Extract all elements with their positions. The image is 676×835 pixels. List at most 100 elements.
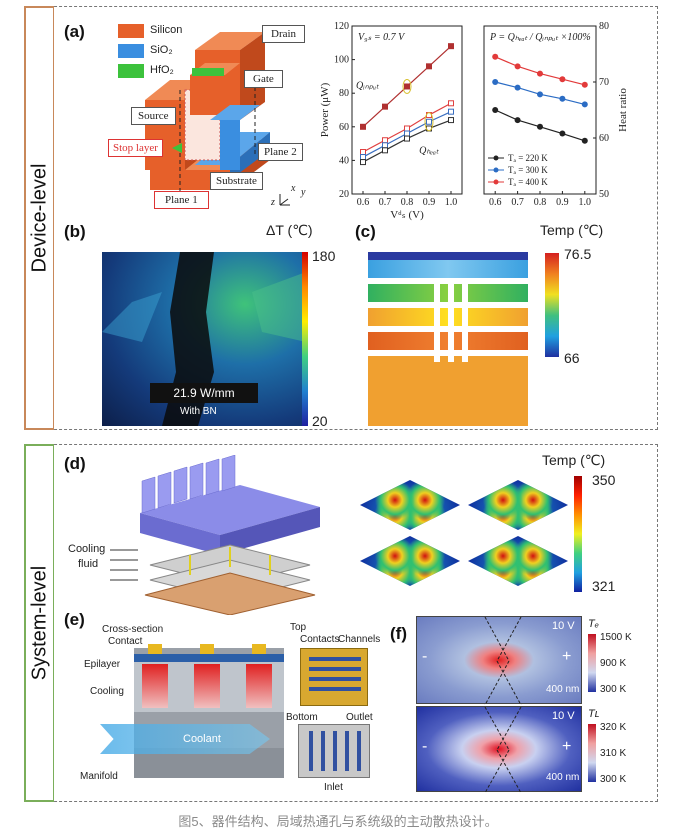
colorbar-c-min: 66: [564, 350, 580, 366]
chart2-legend-marker: [493, 155, 499, 161]
label-substrate: Substrate: [210, 172, 263, 190]
with-bn-note: With BN: [180, 406, 217, 417]
chart2-series-0-point: [559, 130, 566, 137]
colorbar-f-top-min: 300 K: [600, 684, 627, 695]
label-source: Source: [131, 107, 176, 125]
chart1-series-2-point: [382, 142, 388, 149]
panel-a-letter: (a): [64, 22, 85, 41]
colorbar-f-bottom-min: 300 K: [600, 774, 627, 785]
panel-c-scale-title: Temp (℃): [540, 222, 604, 238]
chart1-ytick-label: 100: [334, 55, 349, 66]
chart1-ytick-label: 40: [339, 155, 349, 166]
label-channels: Channels: [338, 634, 381, 645]
bottom-view-diagram: [298, 724, 370, 778]
panel-d-scale-title: Temp (℃): [542, 452, 606, 468]
chart1-series-0-point: [448, 43, 454, 50]
chart1-xtick-label: 0.6: [357, 197, 370, 208]
coolant-arrow: [100, 724, 270, 754]
chart1-ylabel: Power (μW): [320, 82, 331, 137]
label-gate: Gate: [244, 70, 283, 88]
chart2-ylabel: Heat ratio: [617, 88, 629, 132]
silicon-swatch: [118, 24, 144, 38]
label-stop-layer: Stop layer: [108, 139, 163, 157]
voltage-bottom: 10 V: [552, 710, 575, 722]
chart2-ytick-label: 60: [599, 133, 609, 144]
constriction-outline-top: [484, 616, 522, 706]
chart2-legend-marker: [493, 179, 499, 185]
label-cooling: Cooling: [90, 686, 124, 697]
chart1-qinput-ellipse: [402, 78, 412, 94]
colorbar-d-min: 321: [592, 578, 616, 594]
chart2-xtick-label: 0.6: [489, 197, 502, 208]
chart1-ytick-label: 20: [339, 189, 349, 200]
plus-top: +: [562, 648, 572, 665]
chart2-ytick-label: 80: [599, 21, 609, 32]
scale-bar-bottom: 400 nm: [546, 772, 580, 783]
axis-y-label: y: [301, 187, 306, 198]
label-cross-section: Cross-section: [102, 624, 164, 635]
chart2-series-2-point: [581, 81, 588, 88]
label-top: Top: [290, 622, 307, 633]
power-density-label: 21.9 W/mm: [150, 383, 258, 403]
heatsink-diagram: [110, 455, 320, 615]
cross-section-diagram: [134, 644, 284, 778]
chart1-annotation-qinput: Qᵢₙₚᵤₜ: [356, 80, 380, 91]
chart2-series-2-point: [514, 63, 521, 70]
chart2-xtick-label: 0.8: [534, 197, 547, 208]
cooling-fluid-label-2: fluid: [78, 558, 99, 570]
chart1-ytick-label: 120: [334, 21, 349, 32]
hfo2-swatch: [118, 64, 144, 78]
chart1-ytick-label: 80: [339, 88, 349, 99]
top-view-diagram: [300, 648, 368, 706]
colorbar-f-top-mid: 900 K: [600, 658, 627, 669]
colorbar-f-bottom-max: 320 K: [600, 722, 627, 733]
chart1-xtick-label: 0.8: [401, 197, 414, 208]
legend-hfo2: HfO₂: [150, 64, 174, 76]
scale-bar-top: 400 nm: [546, 684, 580, 695]
chart1-series-1-point: [448, 100, 454, 107]
chart2-series-1-point: [559, 95, 566, 102]
colorbar-b-max: 180: [312, 248, 336, 264]
constriction-outline-bottom: [484, 706, 522, 794]
colorbar-b-min: 20: [312, 413, 328, 429]
chart1-xtick-label: 0.7: [379, 197, 392, 208]
label-epilayer: Epilayer: [84, 659, 121, 670]
panel-b-letter: (b): [64, 222, 86, 241]
chart1-series-0-point: [382, 103, 388, 110]
chart2-ytick-label: 50: [599, 189, 609, 200]
chart2-series-2-point: [492, 53, 499, 60]
electron-temp-map: [416, 616, 582, 706]
chart1-xtick-label: 1.0: [445, 197, 458, 208]
colorbar-c: [545, 253, 559, 357]
chart1-title: V₉ₛ = 0.7 V: [358, 32, 406, 43]
chart2-series-2-point: [537, 70, 543, 77]
colorbar-f-bottom: [588, 724, 596, 782]
chart1-series-0-point: [426, 63, 432, 70]
colorbar-d-max: 350: [592, 472, 616, 488]
chart2-legend-label: Tₐ = 400 K: [508, 177, 548, 187]
chart1-qheat-ellipse: [424, 112, 434, 132]
chart1-series-2-point: [404, 130, 410, 137]
colorbar-b: [302, 252, 308, 426]
chart1-xtick-label: 0.9: [423, 197, 436, 208]
chart2-series-0-point: [492, 107, 499, 113]
colorbar-f-top-max: 1500 K: [600, 632, 632, 643]
chart1-series-3-point: [382, 147, 388, 154]
chart2-series-1-point: [581, 101, 588, 108]
chart2-xtick-label: 0.7: [511, 197, 523, 208]
channel-shape: [102, 252, 306, 426]
plus-bottom: +: [562, 738, 572, 755]
chart1-series-3-point: [360, 159, 366, 166]
label-contacts: Contacts: [300, 634, 340, 645]
colorbar-f-top: [588, 634, 596, 692]
label-coolant: Coolant: [183, 733, 221, 745]
colorbar-f-bottom-mid: 310 K: [600, 748, 627, 759]
chart1-series-2-point: [360, 154, 366, 161]
chart1-series-0-point: [360, 123, 366, 130]
chart2-ytick-label: 70: [599, 77, 609, 88]
system-level-tab: System-level: [24, 444, 54, 802]
chart2-legend-label: Tₐ = 220 K: [508, 153, 548, 163]
finfet-structure-diagram: [145, 32, 290, 206]
